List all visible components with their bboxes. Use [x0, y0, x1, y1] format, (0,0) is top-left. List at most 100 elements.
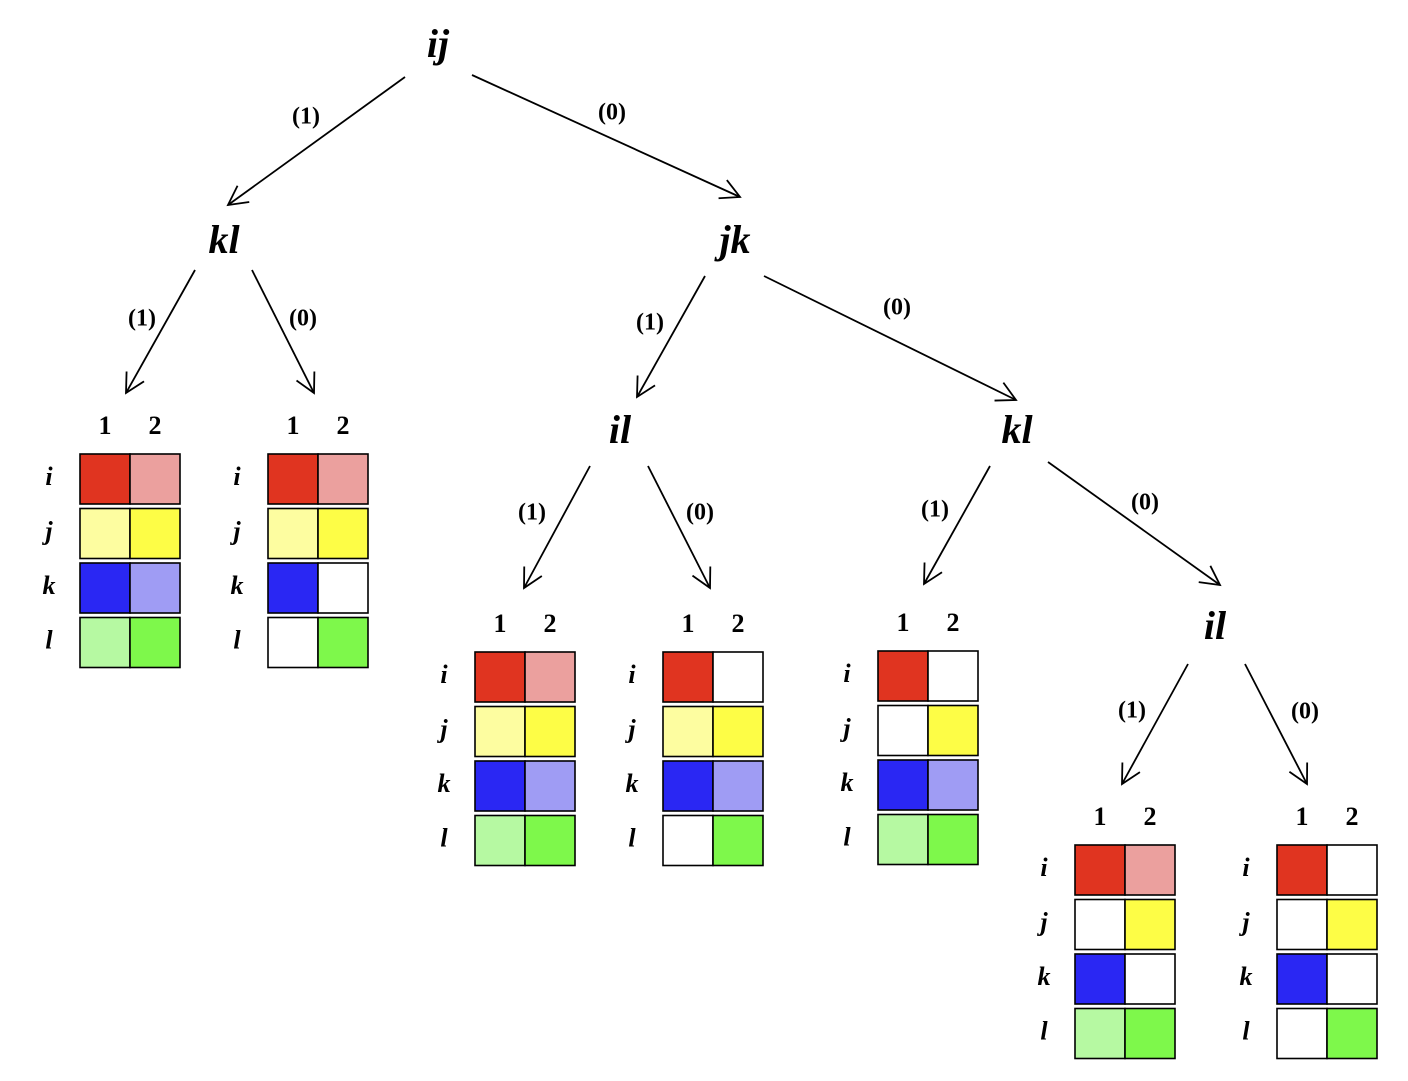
node-label-n4: kl [1001, 407, 1033, 452]
row-label: j [1036, 907, 1048, 936]
edge-n3-t2: (1) [518, 465, 591, 590]
column-header: 1 [1094, 802, 1107, 831]
edge-label: (1) [128, 306, 156, 332]
cell-j-2-filled [524, 705, 576, 758]
edge-arrow [1047, 461, 1222, 587]
edge-arrow [636, 275, 706, 399]
cell-k-2-empty [1124, 953, 1176, 1005]
row-label: l [843, 822, 851, 851]
column-header: 2 [337, 411, 350, 440]
row-label: k [1240, 962, 1253, 991]
edge-arrow [763, 275, 1018, 402]
column-header: 2 [149, 411, 162, 440]
row-label: j [229, 516, 241, 545]
column-header: 2 [1346, 802, 1359, 831]
edge-label: (1) [292, 104, 320, 130]
edge-arrow [1121, 663, 1189, 786]
edge-n3-t3: (0) [647, 465, 714, 590]
edge-label: (1) [1118, 698, 1146, 724]
row-label: i [45, 462, 53, 491]
cell-l-2-filled [129, 616, 181, 669]
cell-i-2-filled [524, 651, 576, 703]
cell-i-1-filled [1276, 844, 1328, 896]
cell-j-2-filled [1124, 898, 1176, 951]
edge-arrow [226, 76, 406, 207]
row-label: j [1238, 907, 1250, 936]
cell-k-2-empty [1326, 953, 1378, 1005]
row-label: i [628, 660, 636, 689]
cell-k-2-filled [927, 759, 979, 811]
row-label: j [624, 714, 636, 743]
cell-j-2-filled [927, 704, 979, 757]
row-label: k [43, 571, 56, 600]
edge-n2-n4: (0) [763, 275, 1018, 402]
cell-k-2-empty [317, 562, 369, 614]
cell-l-2-filled [317, 616, 369, 669]
column-header: 1 [494, 609, 507, 638]
edge-label: (0) [883, 295, 911, 321]
cell-i-1-filled [267, 453, 319, 505]
edge-n4-t4: (1) [921, 465, 991, 586]
edge-n1-t0: (1) [125, 269, 196, 395]
edge-arrow [125, 269, 196, 395]
cell-l-2-filled [927, 813, 979, 866]
column-header: 1 [682, 609, 695, 638]
column-header: 1 [287, 411, 300, 440]
cell-i-1-filled [662, 651, 714, 703]
edges-layer: (1)(0)(1)(0)(1)(0)(1)(0)(1)(0)(1)(0) [125, 74, 1319, 786]
cell-l-2-filled [1124, 1007, 1176, 1060]
cell-j-1-empty [1276, 898, 1328, 951]
cell-k-1-filled [877, 759, 929, 811]
edge-n5-t5: (1) [1118, 663, 1189, 786]
edge-arrow [251, 269, 316, 395]
edge-arrow [923, 465, 991, 586]
cell-j-2-filled [1326, 898, 1378, 951]
row-label: l [628, 823, 636, 852]
edge-label: (0) [1291, 699, 1319, 725]
row-label: k [841, 768, 854, 797]
column-header: 1 [897, 608, 910, 637]
row-label: j [839, 713, 851, 742]
cell-j-1-empty [877, 704, 929, 757]
node-label-n3: il [609, 407, 632, 452]
cell-k-2-filled [524, 760, 576, 812]
edge-arrow [471, 74, 742, 200]
cell-j-1-filled [662, 705, 714, 758]
cell-j-1-filled [474, 705, 526, 758]
cell-i-1-filled [474, 651, 526, 703]
cell-i-2-empty [712, 651, 764, 703]
cell-l-1-empty [267, 616, 319, 669]
row-label: j [41, 516, 53, 545]
row-label: i [1242, 853, 1250, 882]
cell-i-2-filled [317, 453, 369, 505]
edge-n4-n5: (0) [1047, 461, 1222, 587]
row-label: k [1038, 962, 1051, 991]
row-label: k [231, 571, 244, 600]
cell-l-2-filled [524, 814, 576, 867]
row-label: k [438, 769, 451, 798]
column-header: 1 [99, 411, 112, 440]
cell-i-2-empty [927, 650, 979, 702]
column-header: 2 [1144, 802, 1157, 831]
edge-n1-t1: (0) [251, 269, 317, 395]
cell-i-1-filled [79, 453, 131, 505]
cell-l-1-empty [1276, 1007, 1328, 1060]
edge-n2-n3: (1) [636, 275, 706, 399]
node-label-n0: ij [427, 21, 450, 66]
row-label: k [626, 769, 639, 798]
cell-i-2-filled [1124, 844, 1176, 896]
edge-label: (1) [518, 500, 546, 526]
row-label: i [233, 462, 241, 491]
cell-j-1-empty [1074, 898, 1126, 951]
cell-l-1-filled [1074, 1007, 1126, 1060]
node-label-n2: jk [713, 217, 750, 262]
cell-j-2-filled [317, 507, 369, 560]
